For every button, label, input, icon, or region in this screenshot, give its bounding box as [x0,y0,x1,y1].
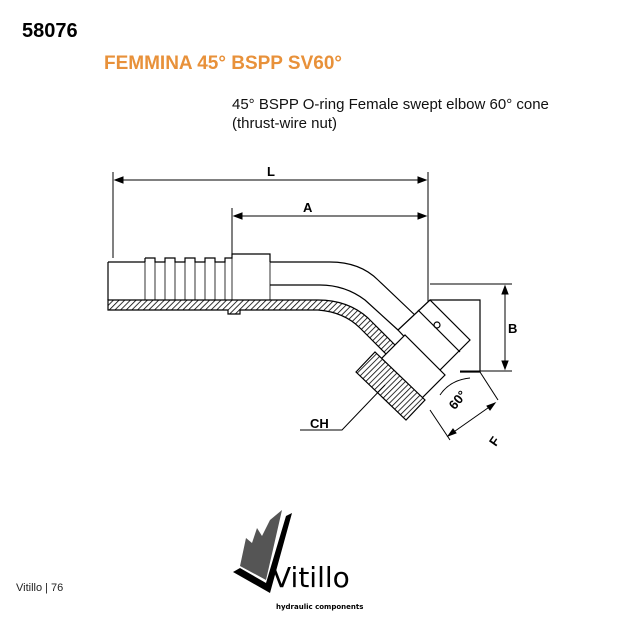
label-A: A [303,200,313,215]
label-L: L [267,164,275,179]
section-wall [107,299,401,361]
label-CH: CH [310,416,329,431]
hose-tail [107,253,419,331]
dimension-F [429,371,499,441]
label-B: B [508,321,517,336]
label-angle: 60° [445,388,469,413]
page-footer: Vitillo | 76 [16,582,64,594]
dimension-A [231,208,428,258]
description-line-1: 45° BSPP O-ring Female swept elbow 60° c… [232,96,549,113]
description-line-2: (thrust-wire nut) [232,115,338,132]
product-code: 58076 [22,20,78,42]
vitillo-logo: Vitillo hydraulic components [233,510,363,611]
dimension-B [430,283,512,372]
product-description: 45° BSPP O-ring Female swept elbow 60° c… [232,95,612,133]
nut-section [355,351,426,421]
svg-text:Vitillo: Vitillo [272,561,350,594]
angle-arc [439,377,471,396]
logo-tagline: hydraulic components [276,603,363,611]
ch-leader [300,384,386,431]
label-F: F [486,434,503,449]
hex-nut [379,299,481,401]
product-title: FEMMINA 45° BSPP SV60° [104,53,342,74]
